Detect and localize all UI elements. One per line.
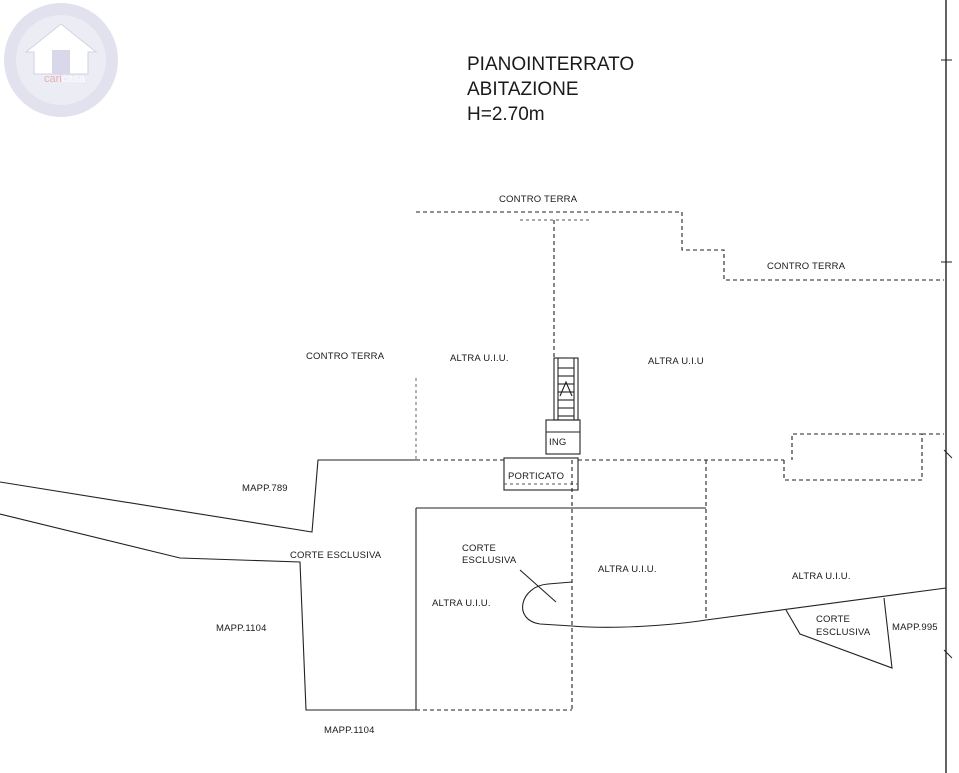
altra-uiu-center: ALTRA U.I.U. [598, 564, 657, 575]
porticato-box [503, 457, 579, 491]
corte-esclusiva-right-1: CORTE [816, 614, 850, 625]
corte-esclusiva-curve [519, 569, 947, 628]
mapp-995-label: MAPP.995 [892, 622, 938, 633]
contro-terra-right: CONTRO TERRA [767, 261, 846, 272]
stair [545, 357, 581, 455]
corte-esclusiva-mid-2: ESCLUSIVA [462, 555, 517, 566]
mapp-1104-bottom: MAPP.1104 [324, 725, 375, 736]
ing-label: ING [549, 437, 567, 448]
altra-uiu-upper-right: ALTRA U.I.U [648, 356, 704, 367]
porticato-label: PORTICATO [508, 471, 564, 482]
header-line-2: ABITAZIONE [467, 79, 579, 100]
contro-terra-top: CONTRO TERRA [499, 194, 578, 205]
corte-esclusiva-left: CORTE ESCLUSIVA [290, 550, 382, 561]
corte-esclusiva-right-2: ESCLUSIVA [816, 627, 871, 638]
header-line-1: PIANOINTERRATO [467, 54, 634, 75]
mapp-1104-left: MAPP.1104 [216, 623, 267, 634]
altra-uiu-lower-right: ALTRA U.I.U. [792, 571, 851, 582]
house-icon [24, 23, 98, 75]
altra-uiu-block [415, 460, 707, 711]
corte-esclusiva-mid-1: CORTE [462, 543, 496, 554]
corte-esclusiva-right [785, 597, 893, 669]
contro-terra-boundary [416, 211, 944, 360]
mapp-789-boundary [0, 459, 416, 711]
altra-uiu-lower-left: ALTRA U.I.U. [432, 598, 491, 609]
header-line-3: H=2.70m [467, 104, 545, 125]
caricasa-logo: caricasa [4, 3, 118, 117]
mapp-789-label: MAPP.789 [242, 483, 288, 494]
logo-text: caricasa [44, 73, 86, 85]
altra-uiu-upper-left: ALTRA U.I.U. [450, 353, 509, 364]
contro-terra-left: CONTRO TERRA [306, 351, 385, 362]
